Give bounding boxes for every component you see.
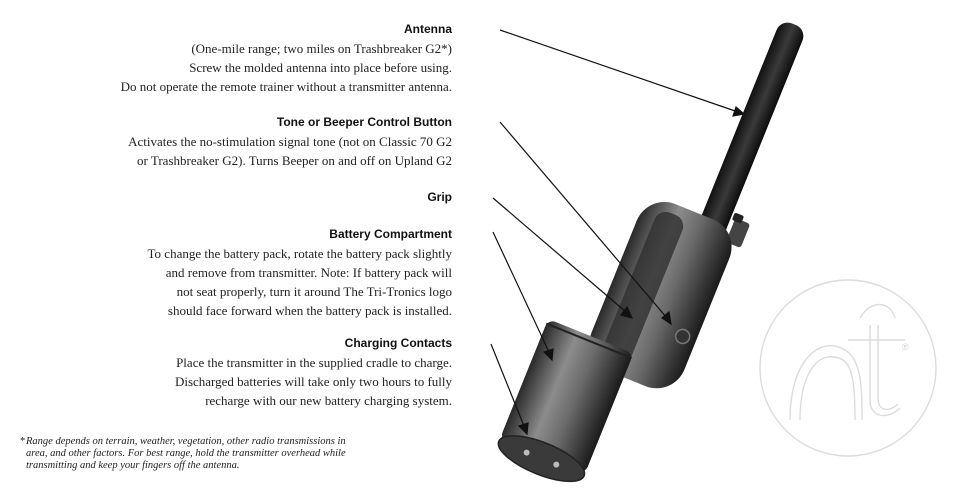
section-line: should face forward when the battery pac…: [167, 303, 452, 318]
charging-arrowhead: [517, 422, 529, 436]
footnote-line: Range depends on terrain, weather, veget…: [26, 436, 346, 447]
antenna: [694, 22, 804, 249]
footnote-marker: *: [20, 436, 26, 447]
footnote-line: area, and other factors. For best range,…: [26, 448, 346, 459]
section-line: recharge with our new battery charging s…: [205, 393, 452, 408]
battery-pack: [497, 321, 633, 483]
section-line: (One-mile range; two miles on Trashbreak…: [191, 41, 452, 56]
section-heading: Tone or Beeper Control Button: [276, 115, 452, 129]
footnote: * Range depends on terrain, weather, veg…: [20, 436, 466, 472]
transmitter-body: [589, 202, 732, 389]
section-heading: Antenna: [404, 22, 452, 36]
section-line: and remove from transmitter. Note: If ba…: [165, 265, 452, 280]
control-knob: [726, 213, 750, 248]
tone-arrow: [499, 121, 668, 319]
section-line: not seat properly, turn it around The Tr…: [176, 284, 452, 299]
section-line: or Trashbreaker G2). Turns Beeper on and…: [137, 153, 452, 168]
section-line: Do not operate the remote trainer withou…: [120, 79, 452, 94]
section-line: To change the battery pack, rotate the b…: [147, 246, 452, 261]
tone-arrowhead: [661, 310, 672, 326]
battery-end-cap: [497, 435, 586, 483]
registered-mark: ®: [902, 342, 909, 352]
antenna-arrowhead: [732, 105, 746, 117]
section-line: Screw the molded antenna into place befo…: [189, 60, 452, 75]
callout-arrows: [490, 29, 746, 436]
footnote-line: transmitting and keep your fingers off t…: [26, 460, 240, 471]
section-heading: Charging Contacts: [344, 336, 452, 350]
section-antenna: Antenna (One-mile range; two miles on Tr…: [12, 22, 452, 96]
section-charging: Charging Contacts Place the transmitter …: [12, 336, 452, 410]
tone-button: [674, 328, 691, 345]
grip-panel: [602, 211, 684, 365]
charging-contact-2: [553, 461, 560, 468]
section-line: Discharged batteries will take only two …: [174, 374, 452, 389]
logo-n-curve: [789, 345, 863, 421]
grip-arrow: [492, 197, 627, 313]
section-tone-button: Tone or Beeper Control Button Activates …: [12, 115, 452, 170]
section-heading: Battery Compartment: [329, 227, 452, 241]
antenna-arrow: [499, 29, 739, 113]
section-heading: Grip: [427, 190, 452, 204]
section-grip: Grip: [12, 190, 452, 207]
battery-arrowhead: [542, 348, 554, 362]
tri-tronics-logo: [759, 279, 937, 457]
logo-t-stem: [869, 325, 901, 417]
battery-arrow: [492, 231, 550, 353]
section-line: Activates the no-stimulation signal tone…: [128, 134, 452, 149]
section-line: Place the transmitter in the supplied cr…: [176, 355, 452, 370]
logo-outer-circle: [759, 279, 937, 457]
charging-arrow: [490, 343, 525, 427]
grip-arrowhead: [619, 305, 634, 319]
charging-contact-1: [523, 449, 530, 456]
section-battery: Battery Compartment To change the batter…: [12, 227, 452, 320]
